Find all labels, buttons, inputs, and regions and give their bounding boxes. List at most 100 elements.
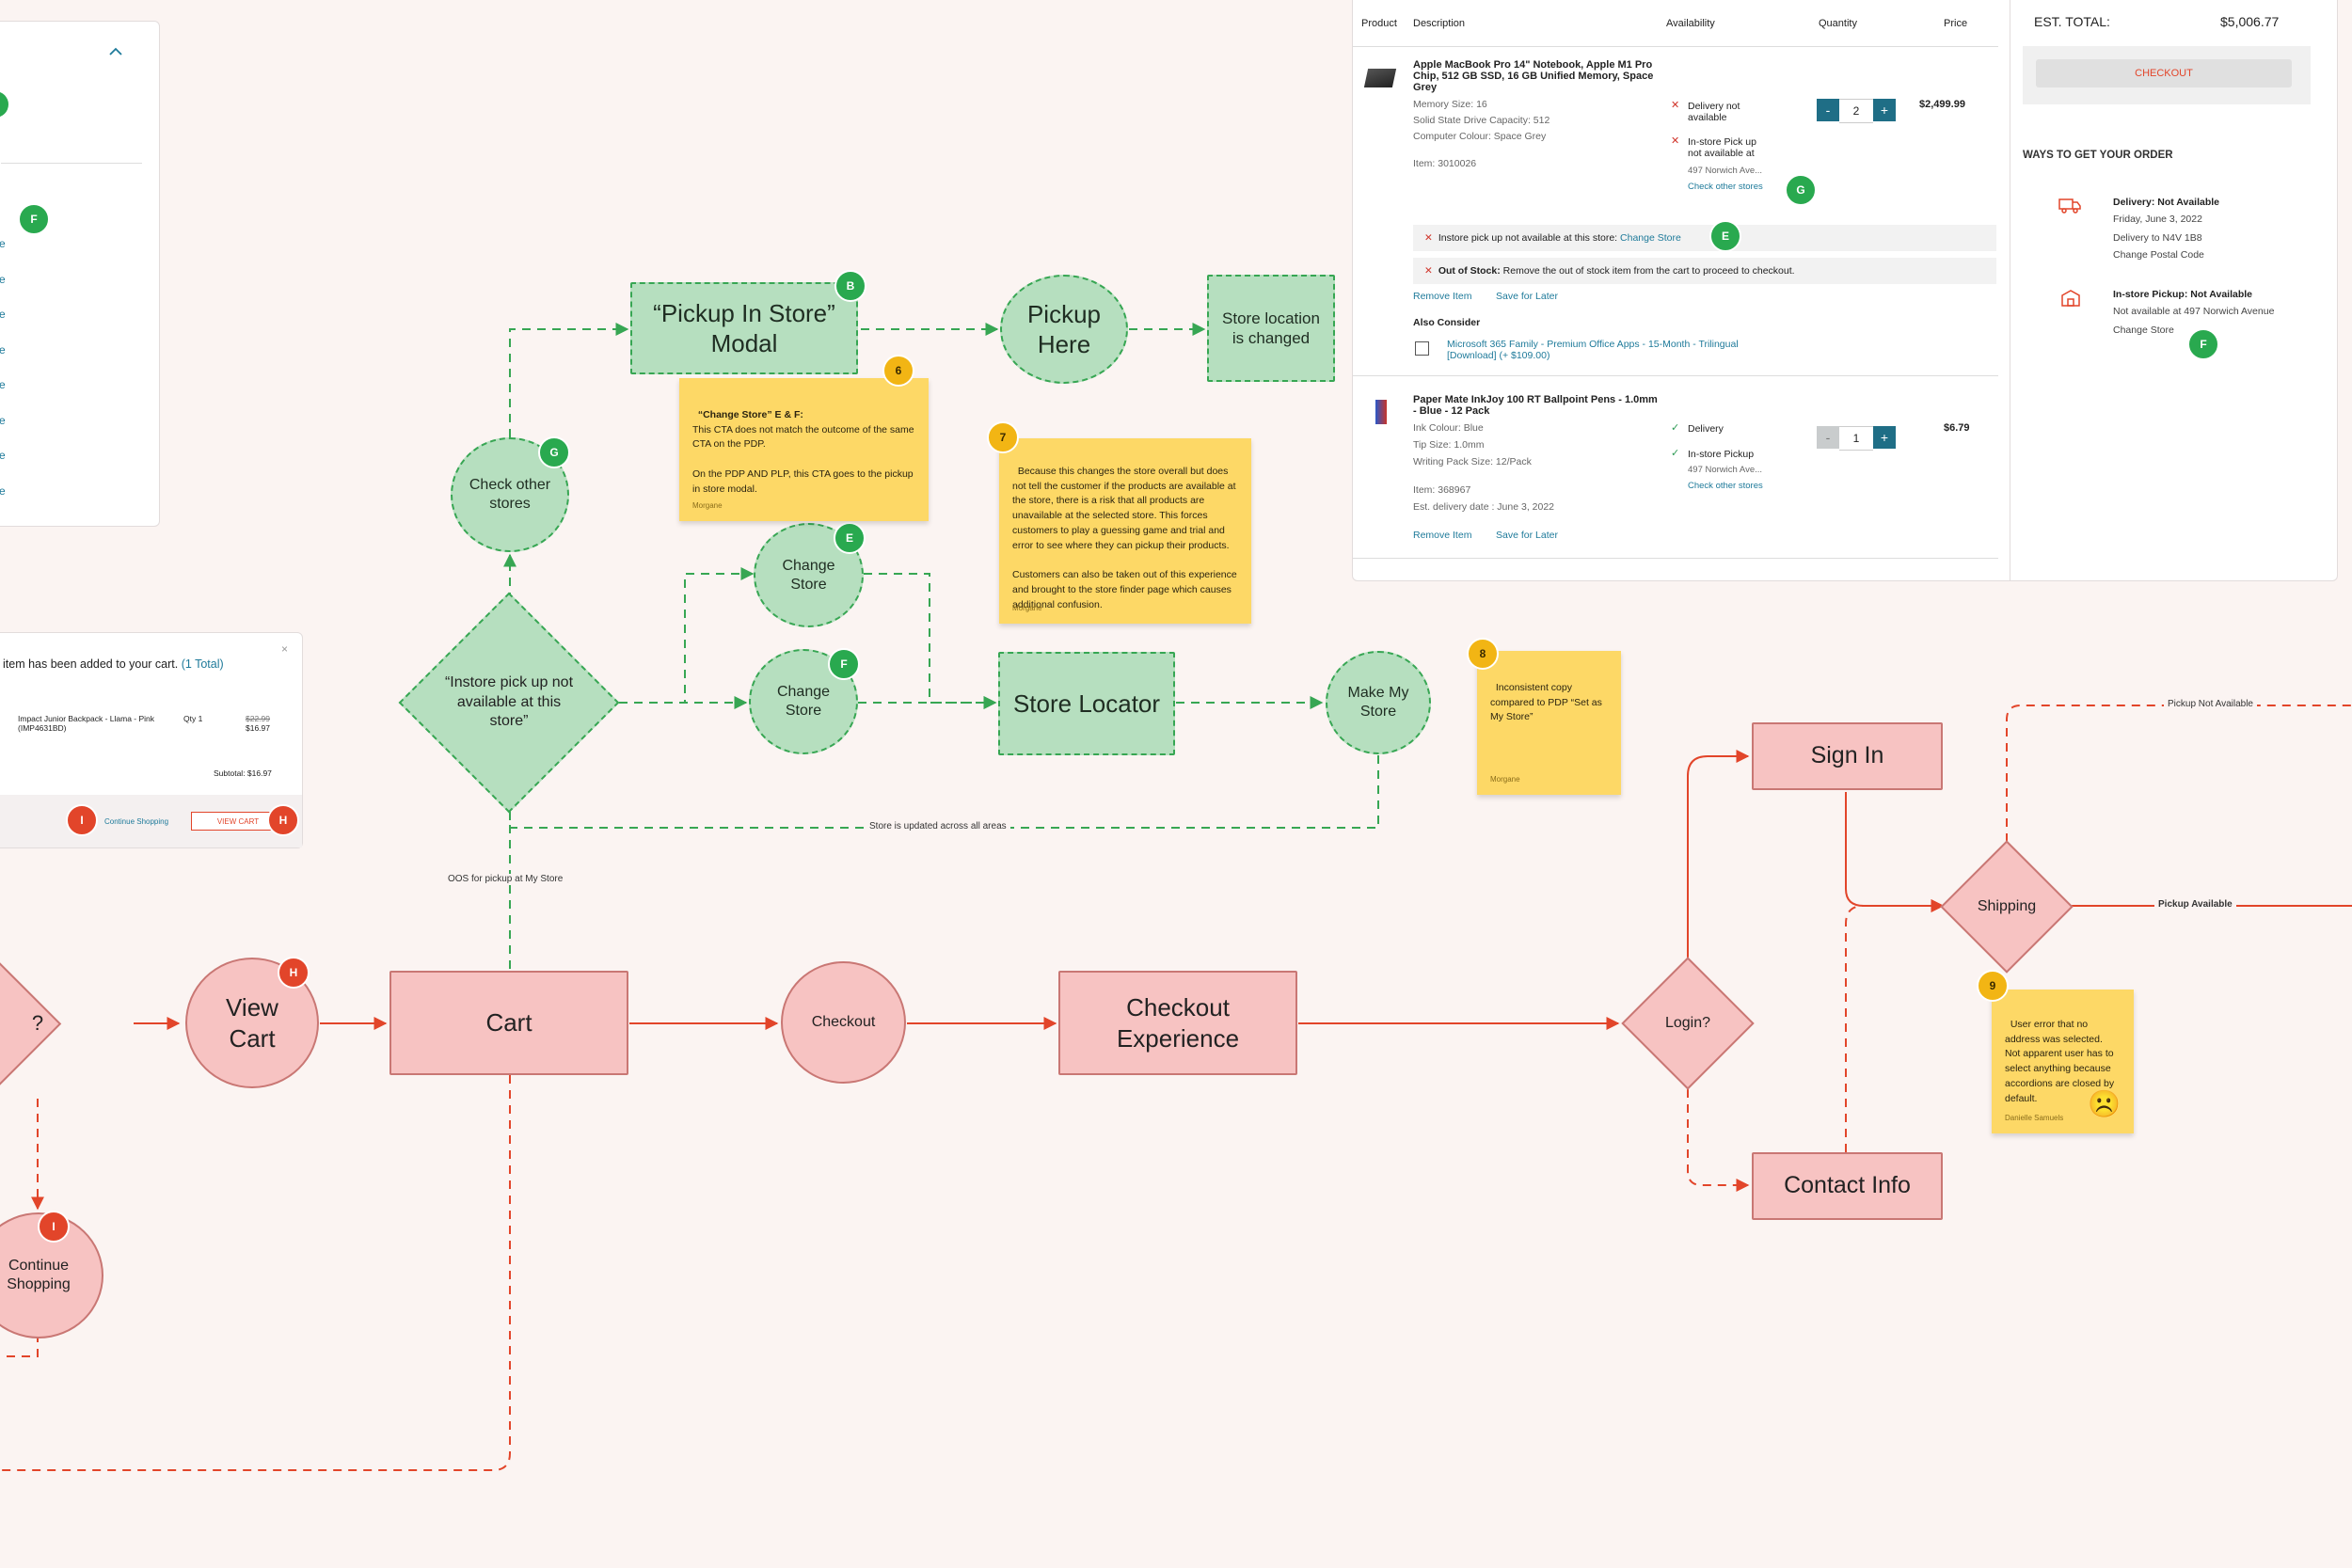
item1-name[interactable]: Apple MacBook Pro 14" Notebook, Apple M1… bbox=[1413, 59, 1654, 94]
shipping-decision-label: Shipping bbox=[1977, 897, 2037, 914]
quantity-value[interactable]: 2 bbox=[1839, 99, 1873, 123]
edge-login-to-contact bbox=[1687, 1089, 1750, 1192]
badge-f-cart: F bbox=[2187, 328, 2219, 360]
change-store-link[interactable]: Change Store bbox=[2113, 325, 2174, 336]
item2-name[interactable]: Paper Mate InkJoy 100 RT Ballpoint Pens … bbox=[1413, 394, 1658, 418]
cart-node[interactable]: Cart bbox=[389, 971, 628, 1075]
item1-number: Item: 3010026 bbox=[1413, 158, 1477, 169]
x-icon: ✕ bbox=[1671, 100, 1680, 111]
added-to-cart-panel: × item has been added to your cart. (1 T… bbox=[0, 632, 303, 848]
edge-contact-to-shipping bbox=[1845, 899, 1945, 1152]
close-icon[interactable]: × bbox=[281, 642, 289, 656]
badge-8: 8 bbox=[1467, 638, 1499, 670]
badge-f: F bbox=[828, 648, 860, 680]
badge-f-left: F bbox=[18, 203, 50, 235]
edge-cart-down bbox=[0, 1075, 511, 1471]
store-location-changed-node[interactable]: Store location is changed bbox=[1207, 275, 1335, 382]
item1-address: 497 Norwich Ave... bbox=[1688, 166, 1763, 176]
edge-shipping-to-pickup-not-available bbox=[2006, 705, 2352, 842]
product-price: $16.97 bbox=[246, 723, 270, 733]
item1-remove[interactable]: Remove Item bbox=[1413, 291, 1472, 302]
sticky-author: Morgane bbox=[1490, 775, 1520, 784]
plus-button[interactable]: + bbox=[1873, 426, 1896, 449]
item2-ink: Ink Colour: Blue bbox=[1413, 422, 1484, 434]
make-my-store-node[interactable]: Make My Store bbox=[1326, 651, 1431, 754]
also-consider: Also Consider bbox=[1413, 317, 1481, 328]
item2-check-other-stores[interactable]: Check other stores bbox=[1688, 481, 1763, 491]
left-list: e e e e e e e e bbox=[0, 227, 6, 509]
minus-button[interactable]: - bbox=[1817, 426, 1839, 449]
change-postal-link[interactable]: Change Postal Code bbox=[2113, 249, 2204, 261]
edge-instore-to-change-store-e bbox=[619, 567, 755, 704]
item1-ssd: Solid State Drive Capacity: 512 bbox=[1413, 115, 1550, 126]
minus-button[interactable]: - bbox=[1817, 99, 1839, 121]
item2-remove[interactable]: Remove Item bbox=[1413, 530, 1472, 541]
truck-icon bbox=[2058, 197, 2081, 214]
edge-label-pickup-available: Pickup Available bbox=[2154, 899, 2236, 910]
list-item[interactable]: e bbox=[0, 272, 6, 286]
badge-i: I bbox=[38, 1211, 70, 1243]
col-price: Price bbox=[1944, 18, 1968, 29]
sticky-note-7: Because this changes the store overall b… bbox=[999, 438, 1251, 624]
store-locator-node[interactable]: Store Locator bbox=[998, 652, 1175, 755]
sticky-note-6: “Change Store” E & F:This CTA does not m… bbox=[679, 378, 929, 521]
pickup-here-node[interactable]: Pickup Here bbox=[1000, 275, 1128, 384]
sticky-author: Morgane bbox=[1012, 604, 1042, 612]
contact-info-node[interactable]: Contact Info bbox=[1752, 1152, 1943, 1220]
item2-save[interactable]: Save for Later bbox=[1496, 530, 1558, 541]
ways-heading: WAYS TO GET YOUR ORDER bbox=[2023, 150, 2173, 161]
change-store-link[interactable]: Change Store bbox=[1620, 232, 1681, 244]
edge-label-oos: OOS for pickup at My Store bbox=[444, 874, 567, 884]
item1-memory: Memory Size: 16 bbox=[1413, 99, 1487, 110]
change-store-e-node[interactable]: Change Store bbox=[754, 523, 864, 627]
edge-label-pickup-not-available: Pickup Not Available bbox=[2164, 699, 2257, 709]
item1-save[interactable]: Save for Later bbox=[1496, 291, 1558, 302]
list-item[interactable]: e bbox=[0, 449, 6, 462]
item1-check-other-stores[interactable]: Check other stores bbox=[1688, 182, 1763, 192]
edge-sign-in-to-shipping bbox=[1845, 792, 1945, 912]
list-item[interactable]: e bbox=[0, 483, 6, 498]
quantity-value[interactable]: 1 bbox=[1839, 426, 1873, 451]
x-icon: ✕ bbox=[1424, 265, 1433, 277]
plus-button[interactable]: + bbox=[1873, 99, 1896, 121]
edge-login-to-sign-in bbox=[1687, 750, 1750, 958]
check-icon: ✓ bbox=[1671, 448, 1680, 459]
badge-e-cart: E bbox=[1709, 220, 1741, 252]
col-product: Product bbox=[1361, 18, 1397, 29]
list-item[interactable]: e bbox=[0, 342, 6, 356]
list-item[interactable]: e bbox=[0, 413, 6, 427]
badge-i-panel: I bbox=[66, 804, 98, 836]
checkout-experience-node[interactable]: Checkout Experience bbox=[1058, 971, 1297, 1075]
store-icon bbox=[2060, 289, 2081, 308]
login-decision-label: Login? bbox=[1664, 1014, 1711, 1031]
edge-make-my-store-back bbox=[503, 755, 1379, 829]
continue-shopping-link[interactable]: Continue Shopping bbox=[104, 817, 169, 826]
pickup-in-store-modal[interactable]: “Pickup In Store” Modal bbox=[630, 282, 858, 374]
list-item[interactable]: e bbox=[0, 308, 6, 321]
delivery-date: Friday, June 3, 2022 bbox=[2113, 214, 2202, 225]
checkout-node[interactable]: Checkout bbox=[781, 961, 906, 1084]
edge-change-store-e-to-locator bbox=[864, 573, 997, 709]
product-qty: Qty 1 bbox=[183, 714, 203, 723]
sticky-author: Danielle Samuels bbox=[2005, 1114, 2064, 1122]
consider-item[interactable]: Microsoft 365 Family - Premium Office Ap… bbox=[1447, 339, 1739, 361]
item2-tip: Tip Size: 1.0mm bbox=[1413, 439, 1485, 451]
chevron-up-icon[interactable] bbox=[108, 44, 123, 59]
cart-page-panel: Product Description Availability Quantit… bbox=[1352, 0, 2338, 581]
checkout-button[interactable]: CHECKOUT bbox=[2036, 59, 2292, 87]
pen-thumbnail bbox=[1375, 400, 1387, 424]
item2-quantity-stepper[interactable]: - 1 + bbox=[1817, 426, 1896, 451]
list-item[interactable]: e bbox=[0, 237, 6, 250]
item1-quantity-stepper[interactable]: - 2 + bbox=[1817, 99, 1896, 123]
badge-h: H bbox=[278, 957, 310, 989]
old-price: $22.99 bbox=[246, 714, 270, 723]
edge-check-other-to-modal bbox=[509, 323, 629, 437]
badge-g: G bbox=[538, 436, 570, 468]
item1-delivery: Delivery not available bbox=[1688, 101, 1740, 123]
sign-in-node[interactable]: Sign In bbox=[1752, 722, 1943, 790]
green-marker bbox=[0, 91, 8, 118]
item2-address: 497 Norwich Ave... bbox=[1688, 465, 1763, 475]
consider-checkbox[interactable] bbox=[1415, 341, 1429, 356]
list-item[interactable]: e bbox=[0, 378, 6, 391]
